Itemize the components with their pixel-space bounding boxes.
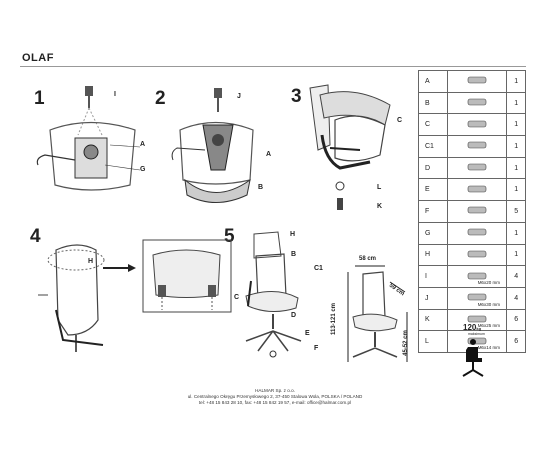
footer-contact: tel: +48 15 843 28 10, fax: +48 15 842 1… (198, 400, 352, 405)
step-number-1: 1 (34, 88, 45, 109)
seat-height-dimension: 45-52 cm (402, 330, 409, 356)
part-letter: C (418, 113, 448, 137)
part-letter: A (418, 70, 448, 93)
part-qty: 1 (506, 221, 526, 245)
max-load-value: 120 (463, 323, 477, 332)
step2-drawing (171, 88, 254, 203)
caster-icon (446, 200, 508, 223)
part-qty: 1 (506, 178, 526, 202)
gas-lift-icon (446, 156, 508, 180)
width-dimension: 58 cm (359, 256, 377, 262)
part-letter: B (418, 91, 448, 115)
max-load-sub: maksimum (468, 332, 485, 336)
step1-drawing (36, 86, 141, 191)
part-letter: E (418, 178, 448, 202)
step3-label-l: L (377, 184, 382, 191)
step5-label-h: H (290, 231, 296, 238)
part-qty: 1 (506, 70, 526, 93)
step2-label-j: J (237, 93, 241, 100)
part-letter: F (418, 200, 448, 223)
part-qty: 6 (506, 308, 526, 332)
parts-row: J M6x30 mm 4 (418, 286, 526, 310)
step5-label-c: C (234, 294, 240, 301)
part-qty: 1 (506, 243, 526, 267)
step1-label-g: G (140, 166, 146, 173)
step3-label-k: K (377, 203, 383, 210)
screw-icon: M6x30 mm (446, 286, 508, 310)
part-letter: K (418, 308, 448, 332)
step2-label-a: A (266, 151, 272, 158)
max-load: 120kg (463, 323, 481, 332)
step5-label-c1: C1 (314, 265, 323, 272)
height-dimension: 113-121 cm (331, 302, 338, 336)
armrest-right-icon (446, 135, 508, 158)
lever-icon (446, 221, 508, 245)
step1-label-a: A (140, 141, 146, 148)
part-qty: 1 (506, 91, 526, 115)
dimensions-drawing (347, 265, 408, 362)
armrest-icon (446, 113, 508, 137)
screw-icon: M6x20 mm (446, 265, 508, 288)
part-letter: L (418, 330, 448, 353)
part-size: M6x25 mm (477, 323, 500, 329)
step5-label-d: D (291, 312, 297, 319)
step3-label-c: C (397, 117, 403, 124)
seat-icon (446, 70, 508, 93)
step-number-4: 4 (30, 226, 41, 247)
step-number-5: 5 (224, 226, 235, 247)
parts-row: C1 1 (418, 135, 526, 158)
title-rule (20, 66, 526, 67)
part-qty: 1 (506, 156, 526, 180)
step5-label-b: B (291, 251, 297, 258)
part-letter: C1 (418, 135, 448, 158)
step4-drawing (38, 239, 232, 352)
max-load-unit: kg (476, 326, 482, 331)
part-qty: 4 (506, 286, 526, 310)
part-size: M6x20 mm (477, 279, 500, 285)
headrest-icon (446, 243, 508, 267)
part-qty: 1 (506, 113, 526, 137)
step4-label-h: H (88, 258, 94, 265)
screw-icon: M6x25 mm (446, 308, 508, 332)
step5-drawing (245, 231, 302, 358)
part-qty: 6 (506, 330, 526, 353)
part-qty: 5 (506, 200, 526, 223)
step5-label-e: E (305, 330, 310, 337)
part-qty: 4 (506, 265, 526, 288)
part-letter: H (418, 243, 448, 267)
max-load-icon (462, 339, 484, 377)
part-size: M6x30 mm (477, 301, 500, 307)
part-letter: G (418, 221, 448, 245)
seat-cushion-icon (446, 91, 508, 115)
part-letter: J (418, 286, 448, 310)
part-qty: 1 (506, 135, 526, 158)
part-size: M6x14 mm (477, 344, 500, 350)
footer-company: HALMAR Sp. z o.o. (255, 388, 295, 393)
step-number-2: 2 (155, 88, 166, 109)
step2-label-b: B (258, 184, 264, 191)
step1-label-i: I (114, 91, 116, 98)
base-icon (446, 178, 508, 202)
page-title: OLAF (22, 52, 54, 64)
step5-label-f: F (314, 345, 319, 352)
parts-row: I M6x20 mm 4 (418, 265, 526, 288)
footer-address: ul. Centralnego Okręgu Przemysłowego 2, … (187, 394, 363, 399)
step3-drawing (309, 84, 391, 210)
part-letter: D (418, 156, 448, 180)
parts-row: K M6x25 mm 6 (418, 308, 526, 332)
step-number-3: 3 (291, 86, 302, 107)
part-letter: I (418, 265, 448, 288)
